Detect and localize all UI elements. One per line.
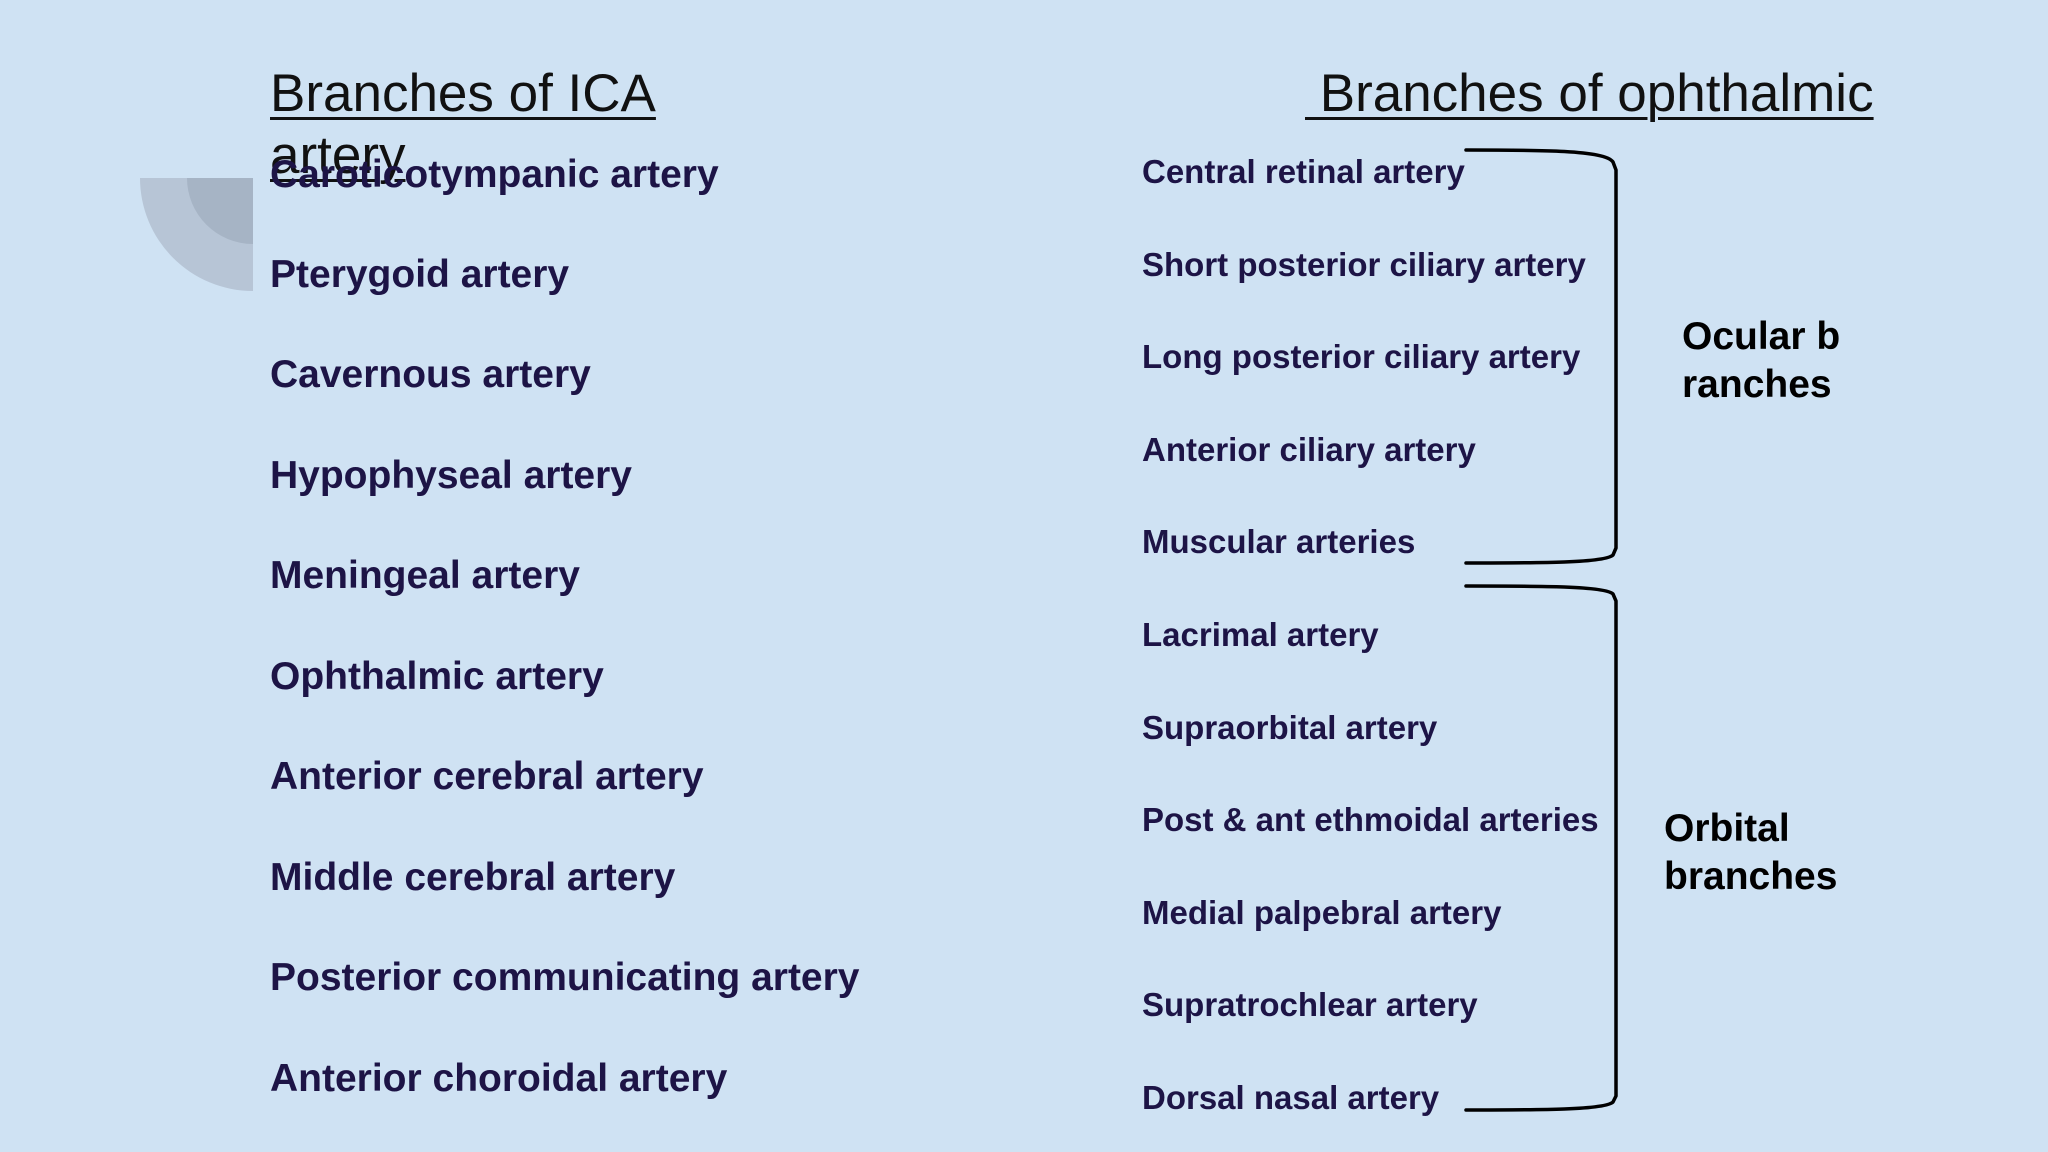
orbital-bracket (1464, 584, 1618, 1112)
oph-item-ethmoidal: Post & ant ethmoidal arteries (1142, 801, 1599, 838)
ica-item-middle-cerebral: Middle cerebral artery (270, 856, 676, 899)
ica-item-cavernous: Cavernous artery (270, 353, 591, 396)
oph-item-central-retinal: Central retinal artery (1142, 153, 1465, 190)
ica-branches-title: Branches of ICA artery (270, 64, 656, 185)
oph-item-medial-palpebral: Medial palpebral artery (1142, 894, 1502, 931)
orbital-branches-label: Orbital branches (1664, 807, 1838, 898)
ophthalmic-branches-title: Branches of ophthalmic (1305, 64, 1874, 123)
oph-item-long-posterior-ciliary: Long posterior ciliary artery (1142, 338, 1581, 375)
ica-item-pterygoid: Pterygoid artery (270, 253, 570, 296)
ica-item-caroticotympanic: Caroticotympanic artery (270, 153, 719, 196)
oph-item-supratrochlear: Supratrochlear artery (1142, 986, 1478, 1023)
oph-item-muscular: Muscular arteries (1142, 523, 1416, 560)
ica-item-hypophyseal: Hypophyseal artery (270, 454, 632, 497)
ocular-branches-label: Ocular branches (1682, 315, 1841, 406)
quarter-circle-decoration (140, 178, 253, 291)
ica-item-meningeal: Meningeal artery (270, 554, 580, 597)
ica-item-anterior-cerebral: Anterior cerebral artery (270, 755, 704, 798)
ica-item-ophthalmic: Ophthalmic artery (270, 655, 604, 698)
oph-item-dorsal-nasal: Dorsal nasal artery (1142, 1079, 1440, 1116)
oph-item-lacrimal: Lacrimal artery (1142, 616, 1379, 653)
oph-item-anterior-ciliary: Anterior ciliary artery (1142, 431, 1476, 468)
ica-item-posterior-communicating: Posterior communicating artery (270, 956, 860, 999)
oph-item-supraorbital: Supraorbital artery (1142, 709, 1438, 746)
ica-item-anterior-choroidal: Anterior choroidal artery (270, 1057, 728, 1100)
oph-item-short-posterior-ciliary: Short posterior ciliary artery (1142, 246, 1586, 283)
